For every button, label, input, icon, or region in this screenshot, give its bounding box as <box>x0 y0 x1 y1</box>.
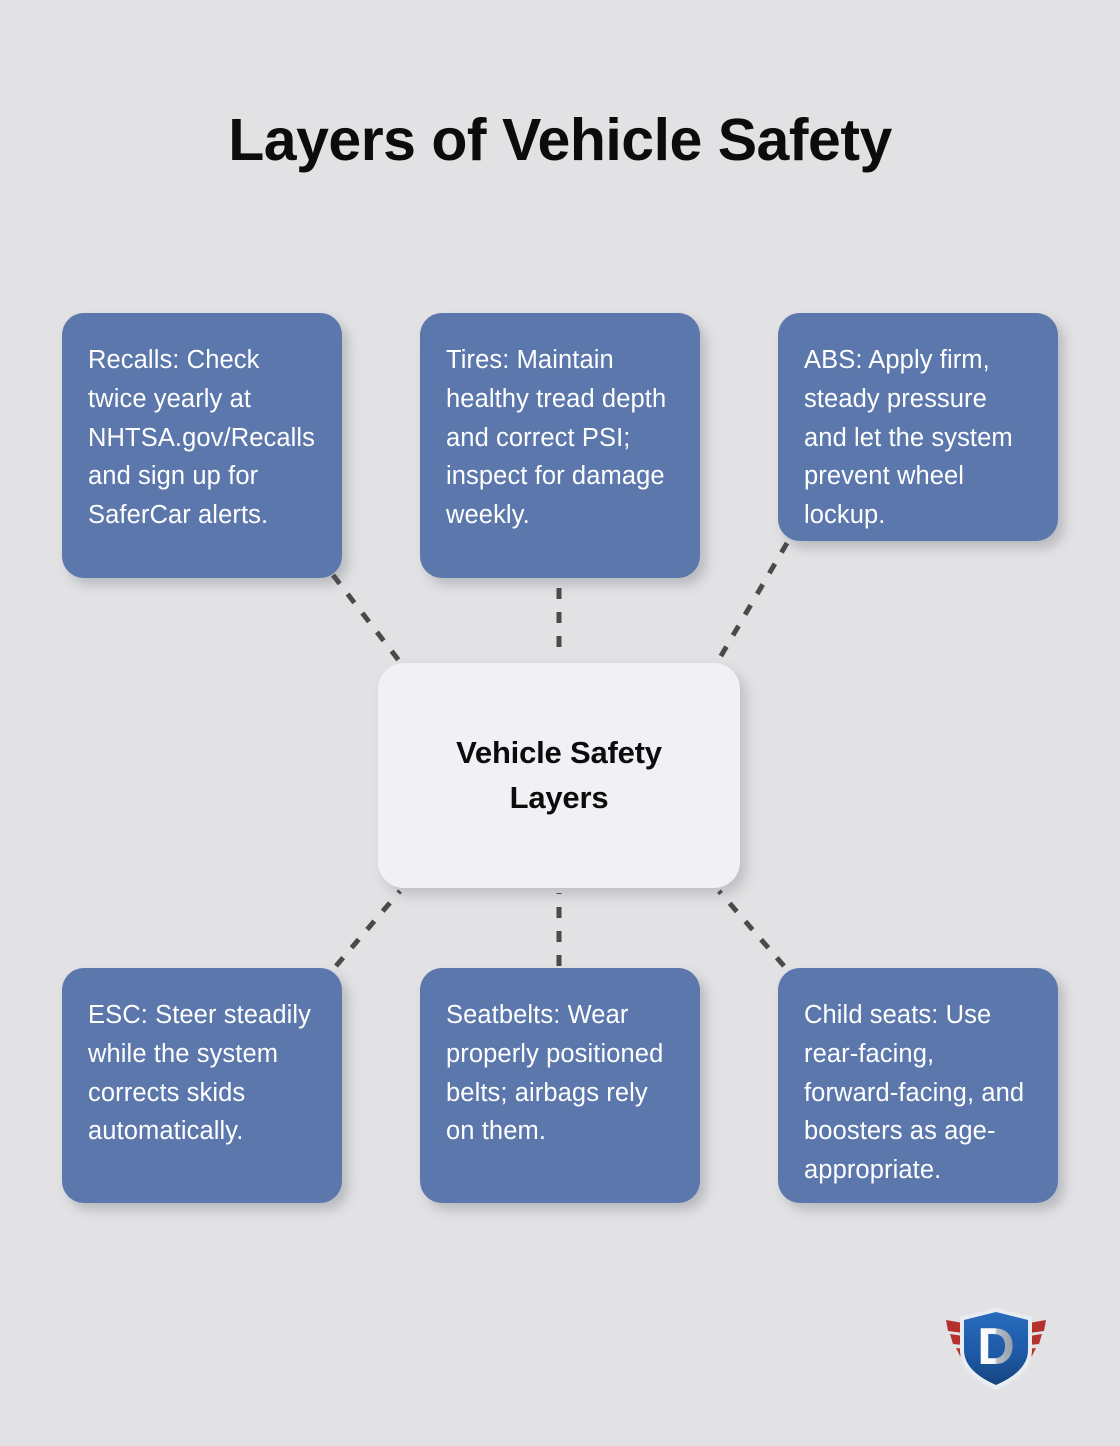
connector-recalls <box>331 573 402 664</box>
center-node-label: Vehicle Safety Layers <box>456 735 662 815</box>
node-esc-label: ESC: Steer steadily while the system cor… <box>88 1001 311 1146</box>
shield-body <box>964 1312 1028 1385</box>
node-tires-label: Tires: Maintain healthy tread depth and … <box>446 346 667 529</box>
center-node[interactable]: Vehicle Safety Layers <box>378 663 740 888</box>
winged-shield-logo: D <box>946 1308 1046 1390</box>
node-abs-label: ABS: Apply firm, steady pressure and let… <box>804 346 1013 529</box>
node-child-seats[interactable]: Child seats: Use rear-facing, forward-fa… <box>778 968 1058 1203</box>
connector-child <box>717 889 786 968</box>
logo-letter: D <box>977 1318 1015 1376</box>
page-title: Layers of Vehicle Safety <box>228 107 892 173</box>
node-esc[interactable]: ESC: Steer steadily while the system cor… <box>62 968 342 1203</box>
node-child-seats-label: Child seats: Use rear-facing, forward-fa… <box>804 1001 1025 1184</box>
node-recalls[interactable]: Recalls: Check twice yearly at NHTSA.gov… <box>62 313 342 578</box>
node-recalls-label: Recalls: Check twice yearly at NHTSA.gov… <box>88 346 316 529</box>
connector-abs <box>715 541 790 663</box>
node-abs[interactable]: ABS: Apply firm, steady pressure and let… <box>778 313 1058 541</box>
node-seatbelts[interactable]: Seatbelts: Wear properly positioned belt… <box>420 968 700 1203</box>
node-seatbelts-label: Seatbelts: Wear properly positioned belt… <box>446 1001 664 1146</box>
connector-esc <box>334 889 402 968</box>
node-tires[interactable]: Tires: Maintain healthy tread depth and … <box>420 313 700 578</box>
